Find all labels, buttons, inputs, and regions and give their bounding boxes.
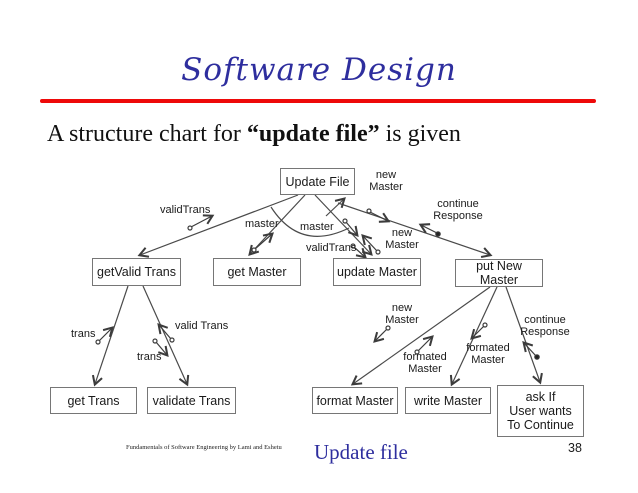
data-couple-tail bbox=[385, 325, 391, 331]
couple-arrow-master-down bbox=[345, 221, 359, 238]
call-lines bbox=[91, 194, 543, 387]
footer-caption: Update file bbox=[314, 440, 408, 464]
data-couple-tail bbox=[414, 349, 420, 355]
node-label: Update File bbox=[285, 174, 350, 189]
couple-label-validtrans-1: validTrans bbox=[160, 204, 211, 216]
node-get-master: get Master bbox=[213, 258, 301, 286]
data-couple-tail bbox=[95, 339, 101, 345]
body-text-prefix: A structure chart for bbox=[47, 121, 247, 147]
node-label: update Master bbox=[337, 265, 417, 279]
node-label: get Master bbox=[227, 265, 287, 279]
node-write-master: write Master bbox=[405, 387, 491, 414]
call-line-update-file-get-master bbox=[248, 194, 306, 256]
couple-label-formated-master-1: formated Master bbox=[403, 351, 447, 375]
data-couple-tail bbox=[187, 225, 193, 231]
node-label: format Master bbox=[316, 393, 394, 408]
slide-page-number: 38 bbox=[568, 441, 582, 455]
node-getvalid-trans: getValid Trans bbox=[92, 258, 181, 286]
couple-label-continue-response-2: continue Response bbox=[520, 314, 570, 338]
couple-arrow-new-master-down-right bbox=[373, 328, 388, 343]
couple-arrow-master-up bbox=[254, 232, 274, 250]
couple-arrow-validtrans-down bbox=[353, 246, 367, 259]
node-label: validate Trans bbox=[152, 393, 231, 408]
data-couple-tail bbox=[375, 249, 381, 255]
red-divider-line bbox=[40, 99, 596, 103]
couple-label-new-master-2: new Master bbox=[385, 227, 419, 251]
data-couple-tail bbox=[169, 337, 175, 343]
node-format-master: format Master bbox=[312, 387, 398, 414]
couple-arrow-continue-response-up-top bbox=[418, 223, 438, 234]
couple-label-validtrans-2: validTrans bbox=[306, 242, 357, 254]
node-ask-if-user-wants-to-continue: ask If User wants To Continue bbox=[497, 385, 584, 437]
couple-arrow-new-master-up-mid bbox=[361, 234, 378, 252]
node-label: write Master bbox=[413, 393, 483, 408]
couple-arrow-validtrans-up bbox=[190, 214, 215, 228]
node-get-trans: get Trans bbox=[50, 387, 137, 414]
node-label: ask If User wants To Continue bbox=[507, 390, 574, 432]
node-put-new-master: put New Master bbox=[455, 259, 543, 287]
couple-label-trans-2: trans bbox=[137, 351, 162, 363]
structure-chart-wires bbox=[91, 194, 543, 387]
data-couple-tail bbox=[482, 322, 488, 328]
couple-label-formated-master-2: formated Master bbox=[466, 342, 510, 366]
node-update-file: Update File bbox=[280, 168, 355, 195]
couple-label-valid-trans: valid Trans bbox=[175, 320, 229, 332]
data-couple-tail bbox=[251, 247, 257, 253]
node-update-master: update Master bbox=[333, 258, 421, 286]
node-validate-trans: validate Trans bbox=[147, 387, 236, 414]
data-couple-tail bbox=[152, 338, 158, 344]
node-label: getValid Trans bbox=[97, 265, 176, 279]
data-couple-tail bbox=[350, 243, 356, 249]
couple-arrow-trans-down bbox=[155, 341, 169, 358]
call-line-put-new-master-ask-if bbox=[505, 286, 543, 385]
data-couple-tail bbox=[342, 218, 348, 224]
node-label: put New Master bbox=[476, 259, 522, 287]
couple-arrow-valid-trans-up bbox=[157, 322, 172, 340]
couple-label-master-2: master bbox=[300, 221, 334, 233]
slide-title: Software Design bbox=[181, 52, 457, 88]
couple-label-trans-1: trans bbox=[71, 328, 96, 340]
data-couple-arrows bbox=[95, 208, 540, 360]
footer-course-credit: Fundamentals of Software Engineering by … bbox=[126, 444, 282, 451]
control-couple-tail bbox=[435, 231, 441, 237]
data-couple-tail bbox=[366, 208, 372, 214]
loop-arc bbox=[270, 206, 350, 237]
couple-arrow-new-master-down-top bbox=[369, 211, 391, 223]
couple-label-master-1: master bbox=[245, 218, 279, 230]
call-line-getvalid-trans-validate-trans bbox=[142, 285, 190, 387]
call-line-update-file-put-new-master bbox=[337, 202, 493, 259]
call-line-update-file-getvalid-trans bbox=[137, 194, 299, 258]
couple-arrow-continue-response-up-right bbox=[522, 341, 537, 357]
couple-label-new-master-3: new Master bbox=[385, 302, 419, 326]
call-line-put-new-master-format-master bbox=[350, 286, 491, 386]
body-text-quoted-bold: “update file” bbox=[246, 121, 380, 147]
node-label: get Trans bbox=[67, 393, 120, 408]
couple-label-continue-response-1: continue Response bbox=[433, 198, 483, 222]
call-line-getvalid-trans-get-trans bbox=[91, 285, 129, 387]
couple-arrow-formated-master-up bbox=[417, 335, 434, 352]
control-couple-tail bbox=[534, 354, 540, 360]
return-arrow-to-update-file bbox=[325, 197, 346, 217]
body-text-suffix: is given bbox=[379, 121, 461, 147]
couple-label-new-master-1: new Master bbox=[369, 169, 403, 193]
couple-arrow-formated-master-down bbox=[470, 325, 485, 340]
body-text: A structure chart for “update file” is g… bbox=[47, 121, 607, 148]
couple-arrow-trans-up bbox=[98, 326, 114, 342]
